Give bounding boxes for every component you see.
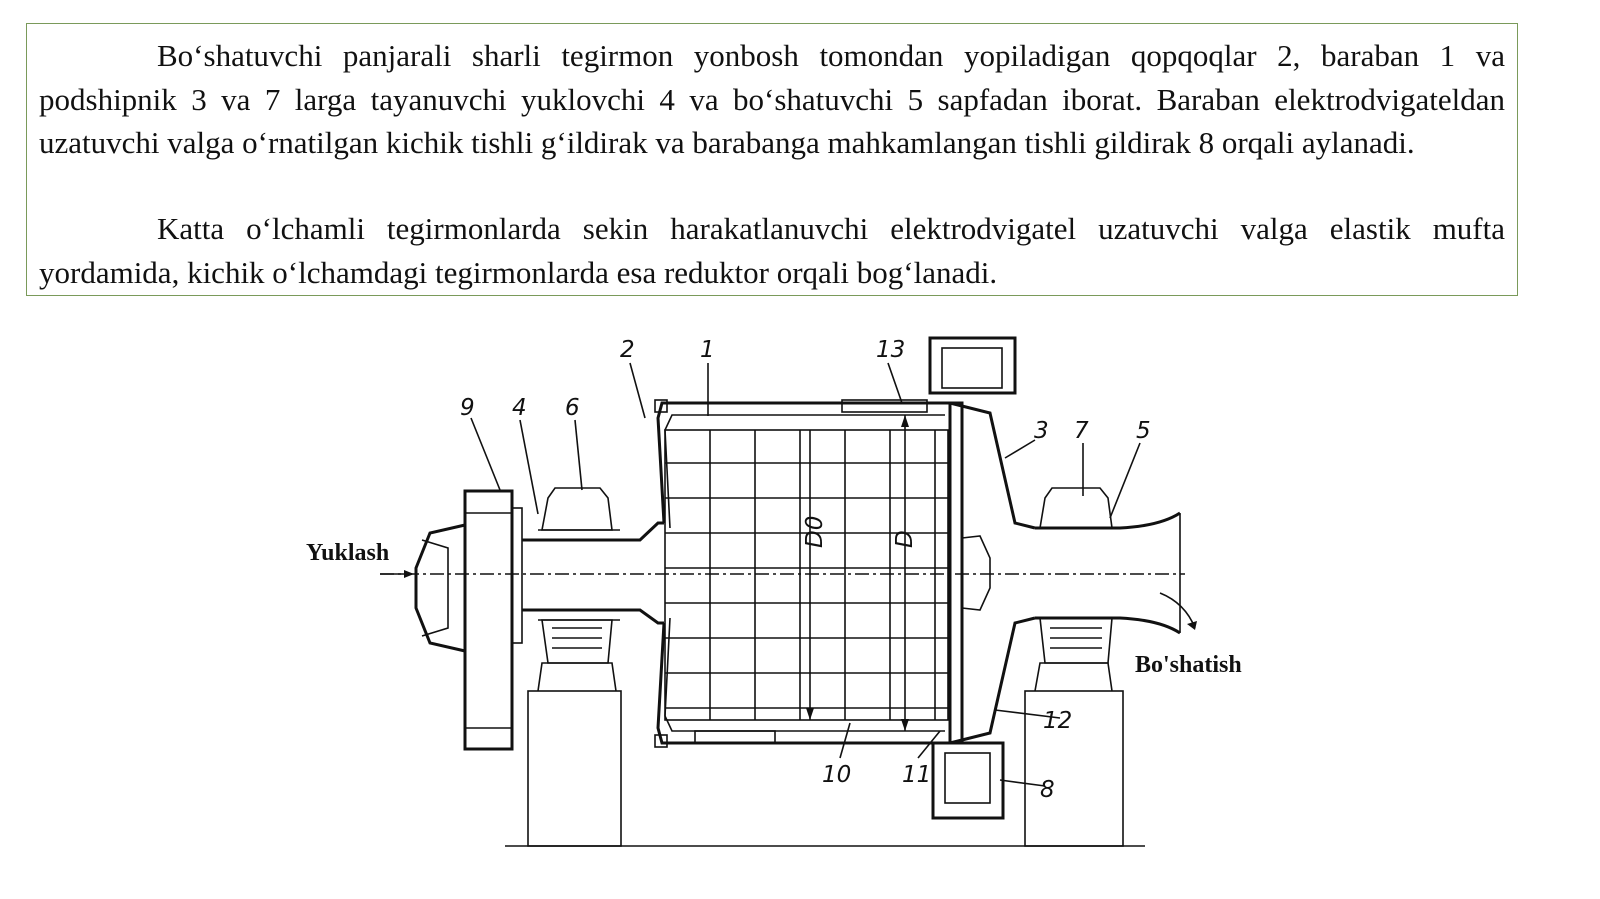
discharge-end	[928, 336, 1036, 820]
part-5-label: 5	[1136, 418, 1151, 444]
part-13-label: 13	[876, 337, 905, 363]
label-unloading: Bo'shatish	[1135, 652, 1242, 678]
loading-pulley	[414, 489, 523, 751]
discharge-trunnion	[1035, 487, 1197, 664]
support-pedestals	[505, 662, 1145, 847]
label-d0: D0	[802, 516, 828, 548]
part-2-label: 2	[620, 337, 635, 363]
label-loading: Yuklash	[306, 540, 389, 566]
paragraph-2: Katta o‘lchamli tegirmonlarda sekin hara…	[39, 211, 1505, 290]
part-9-label: 9	[460, 395, 475, 421]
part-3-label: 3	[1034, 418, 1049, 444]
label-d: D	[892, 530, 918, 548]
part-4-label: 4	[512, 395, 527, 421]
paragraph-1: Bo‘shatuvchi panjarali sharli tegirmon y…	[39, 38, 1505, 160]
leader-lines	[470, 362, 1141, 787]
part-8-label: 8	[1040, 777, 1055, 803]
loading-trunnion	[522, 487, 664, 664]
mill-drum	[654, 399, 950, 748]
ball-mill-diagram: Yuklash Bo'shatish D0 D 9 4 6 2 1 13 3 7…	[306, 336, 1242, 847]
part-7-label: 7	[1074, 418, 1089, 444]
part-11-label: 11	[902, 762, 931, 788]
part-10-label: 10	[822, 762, 851, 788]
part-12-label: 12	[1043, 708, 1072, 734]
liner-grid	[664, 429, 949, 721]
part-6-label: 6	[565, 395, 580, 421]
description-box: Bo‘shatuvchi panjarali sharli tegirmon y…	[26, 23, 1518, 296]
part-1-label: 1	[700, 337, 715, 363]
